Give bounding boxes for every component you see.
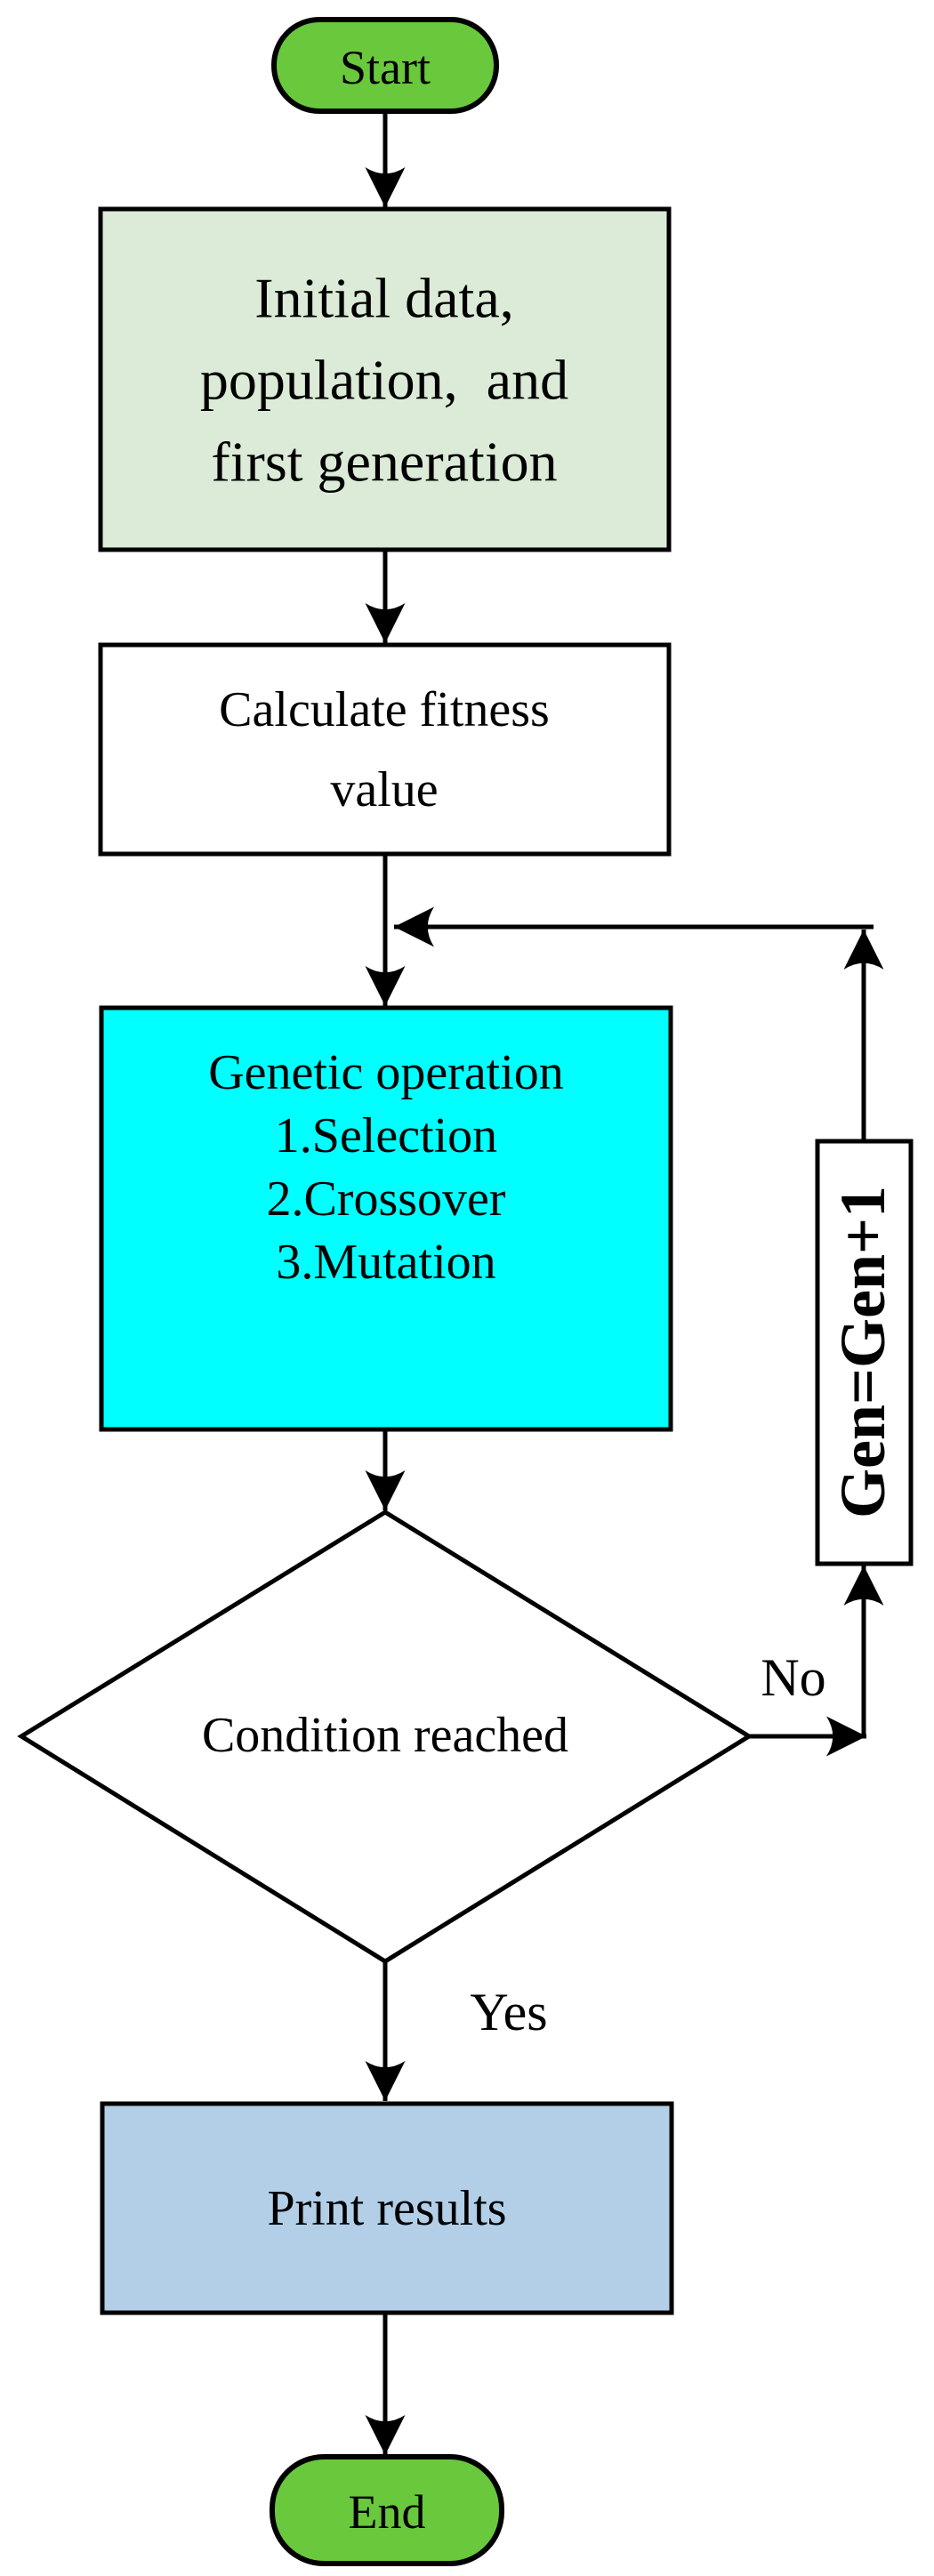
calculate-fitness-line-2: value — [330, 762, 438, 817]
node-genetic-operation: Genetic operation 1.Selection 2.Crossove… — [99, 1005, 673, 1432]
calculate-fitness-shape — [98, 642, 672, 857]
genetic-operation-line-1: Genetic operation — [208, 1045, 564, 1100]
calculate-fitness-line-1: Calculate fitness — [219, 682, 550, 737]
branch-label-no: No — [761, 1648, 825, 1707]
generation-increment-label: Gen=Gen+1 — [827, 1186, 898, 1518]
initial-data-line-2: population, and — [200, 349, 568, 412]
genetic-operation-shape — [99, 1005, 673, 1432]
node-initial-data: Initial data, population, and first gene… — [98, 206, 672, 552]
condition-decision-shape — [17, 1509, 753, 1964]
genetic-operation-line-3: 2.Crossover — [266, 1171, 505, 1227]
node-calculate-fitness: Calculate fitness value — [98, 642, 672, 857]
genetic-operation-line-4: 3.Mutation — [276, 1235, 495, 1290]
end-terminator-shape — [270, 2454, 504, 2566]
node-generation-increment: Gen=Gen+1 — [815, 1139, 914, 1566]
start-label: Start — [340, 41, 431, 94]
genetic-operation-line-2: 1.Selection — [275, 1108, 497, 1163]
initial-data-shape — [98, 206, 672, 552]
end-label: End — [349, 2485, 426, 2539]
print-results-shape — [100, 2101, 674, 2315]
node-end: End — [270, 2454, 504, 2566]
start-terminator-shape — [271, 17, 499, 114]
condition-decision-label: Condition reached — [202, 1708, 568, 1763]
initial-data-line-1: Initial data, — [254, 267, 513, 330]
branch-label-yes: Yes — [470, 1983, 547, 2041]
connectors — [365, 111, 884, 2455]
initial-data-line-3: first generation — [211, 431, 557, 494]
generation-increment-shape — [815, 1139, 914, 1566]
node-start: Start — [271, 17, 499, 114]
node-print-results: Print results — [100, 2101, 674, 2315]
node-condition-decision: Condition reached — [17, 1509, 753, 1964]
print-results-label: Print results — [267, 2181, 506, 2236]
